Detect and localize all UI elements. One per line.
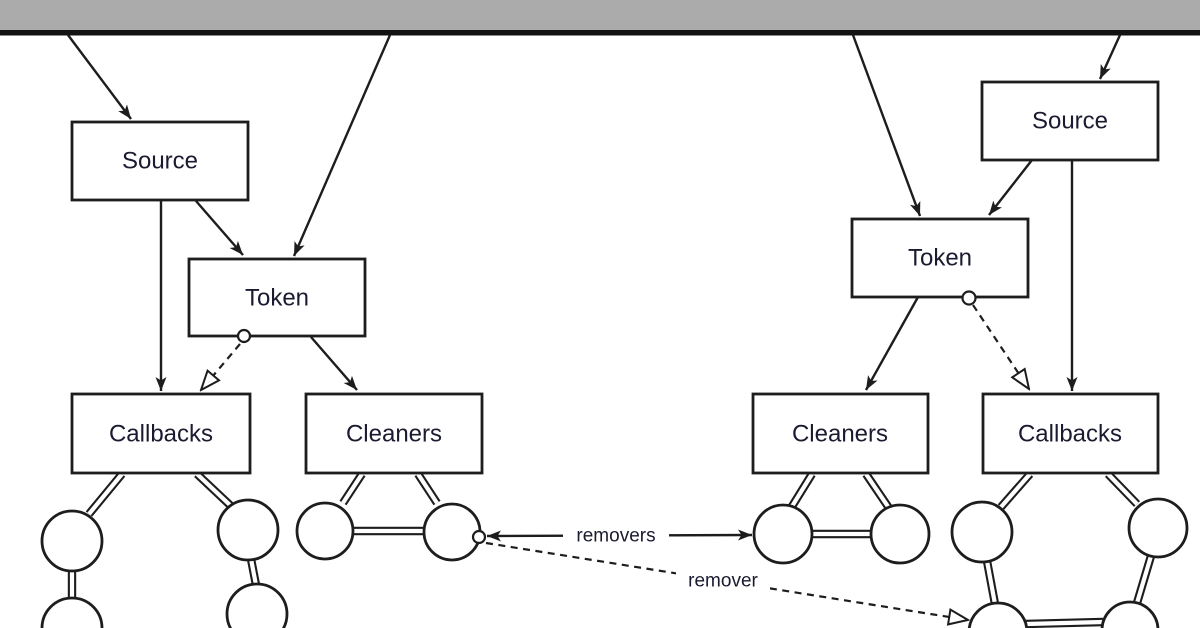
- node-circle: [295, 501, 355, 561]
- node-circle: [1100, 600, 1160, 628]
- node-circle: [40, 596, 104, 628]
- node-circle: [422, 502, 482, 562]
- double-edge-right-callbacks-to-node2: [1104, 471, 1141, 507]
- double-edge-right-cleaners-to-node1: [787, 471, 816, 511]
- box-label-right-callbacks: Callbacks: [1018, 421, 1122, 448]
- edge-right-token-to-cleaners: [864, 296, 920, 391]
- edge-bar-to-right-source: [1098, 34, 1122, 80]
- box-label-right-source: Source: [1032, 108, 1108, 135]
- node-circle: [225, 582, 289, 628]
- double-edge-right-cleaners-to-node2: [862, 471, 893, 511]
- node-circle: [1127, 497, 1189, 559]
- box-left-callbacks: Callbacks: [70, 392, 252, 475]
- node-circle: [752, 503, 814, 565]
- node-circle: [40, 509, 104, 573]
- double-edge-left-cleaners-to-node2: [414, 471, 441, 506]
- edge-bar-to-left-source: [67, 34, 132, 120]
- box-label-left-callbacks: Callbacks: [109, 421, 213, 448]
- node-circle: [869, 503, 931, 565]
- box-label-left-token: Token: [245, 285, 309, 312]
- edge-right-source-to-token: [988, 159, 1033, 216]
- box-label-right-token: Token: [908, 245, 972, 272]
- odot-left-token: [236, 328, 252, 344]
- box-left-source: Source: [70, 120, 250, 202]
- edge-left-source-to-token: [195, 200, 244, 256]
- double-edge-left-callbacks-to-node1: [85, 471, 126, 517]
- remover-label-bg: [676, 568, 770, 594]
- removers-label: removers: [576, 526, 655, 547]
- dashed-edge-left-token-to-callbacks: [201, 343, 241, 390]
- double-edge-left-node2-to-node4: [246, 558, 261, 586]
- box-label-left-source: Source: [122, 148, 198, 175]
- double-edge-left-callbacks-to-node2: [194, 470, 234, 510]
- box-label-left-cleaners: Cleaners: [346, 421, 442, 448]
- dashed-edge-right-token-to-callbacks: [972, 304, 1029, 389]
- edge-bar-to-left-token: [292, 34, 392, 257]
- box-left-token: Token: [187, 257, 367, 338]
- removers-label-bg: [563, 522, 669, 550]
- double-edge-left-cleaners-to-node1: [339, 471, 366, 506]
- double-edge-right-callbacks-to-node1: [997, 471, 1034, 510]
- node-circle: [967, 601, 1029, 628]
- box-right-cleaners: Cleaners: [751, 392, 930, 475]
- double-edge-right-node2-to-node4: [1132, 554, 1156, 605]
- box-right-token: Token: [850, 217, 1030, 299]
- edge-bar-to-right-token: [851, 34, 922, 217]
- box-right-callbacks: Callbacks: [981, 392, 1160, 475]
- top-bar: [0, 0, 1200, 30]
- node-circle: [950, 500, 1014, 564]
- box-left-cleaners: Cleaners: [304, 392, 484, 475]
- remover-label: remover: [688, 571, 758, 592]
- odot-right-token: [961, 290, 977, 306]
- box-label-right-cleaners: Cleaners: [792, 421, 888, 448]
- top-bar-bottom-rule: [0, 30, 1200, 36]
- double-edge-right-node1-to-node3: [982, 560, 1000, 605]
- odot-remover: [471, 529, 487, 545]
- double-edge-right-node3-to-node4: [1025, 617, 1104, 628]
- node-circle: [216, 498, 280, 562]
- edge-left-token-to-cleaners: [310, 336, 358, 391]
- box-right-source: Source: [980, 80, 1160, 162]
